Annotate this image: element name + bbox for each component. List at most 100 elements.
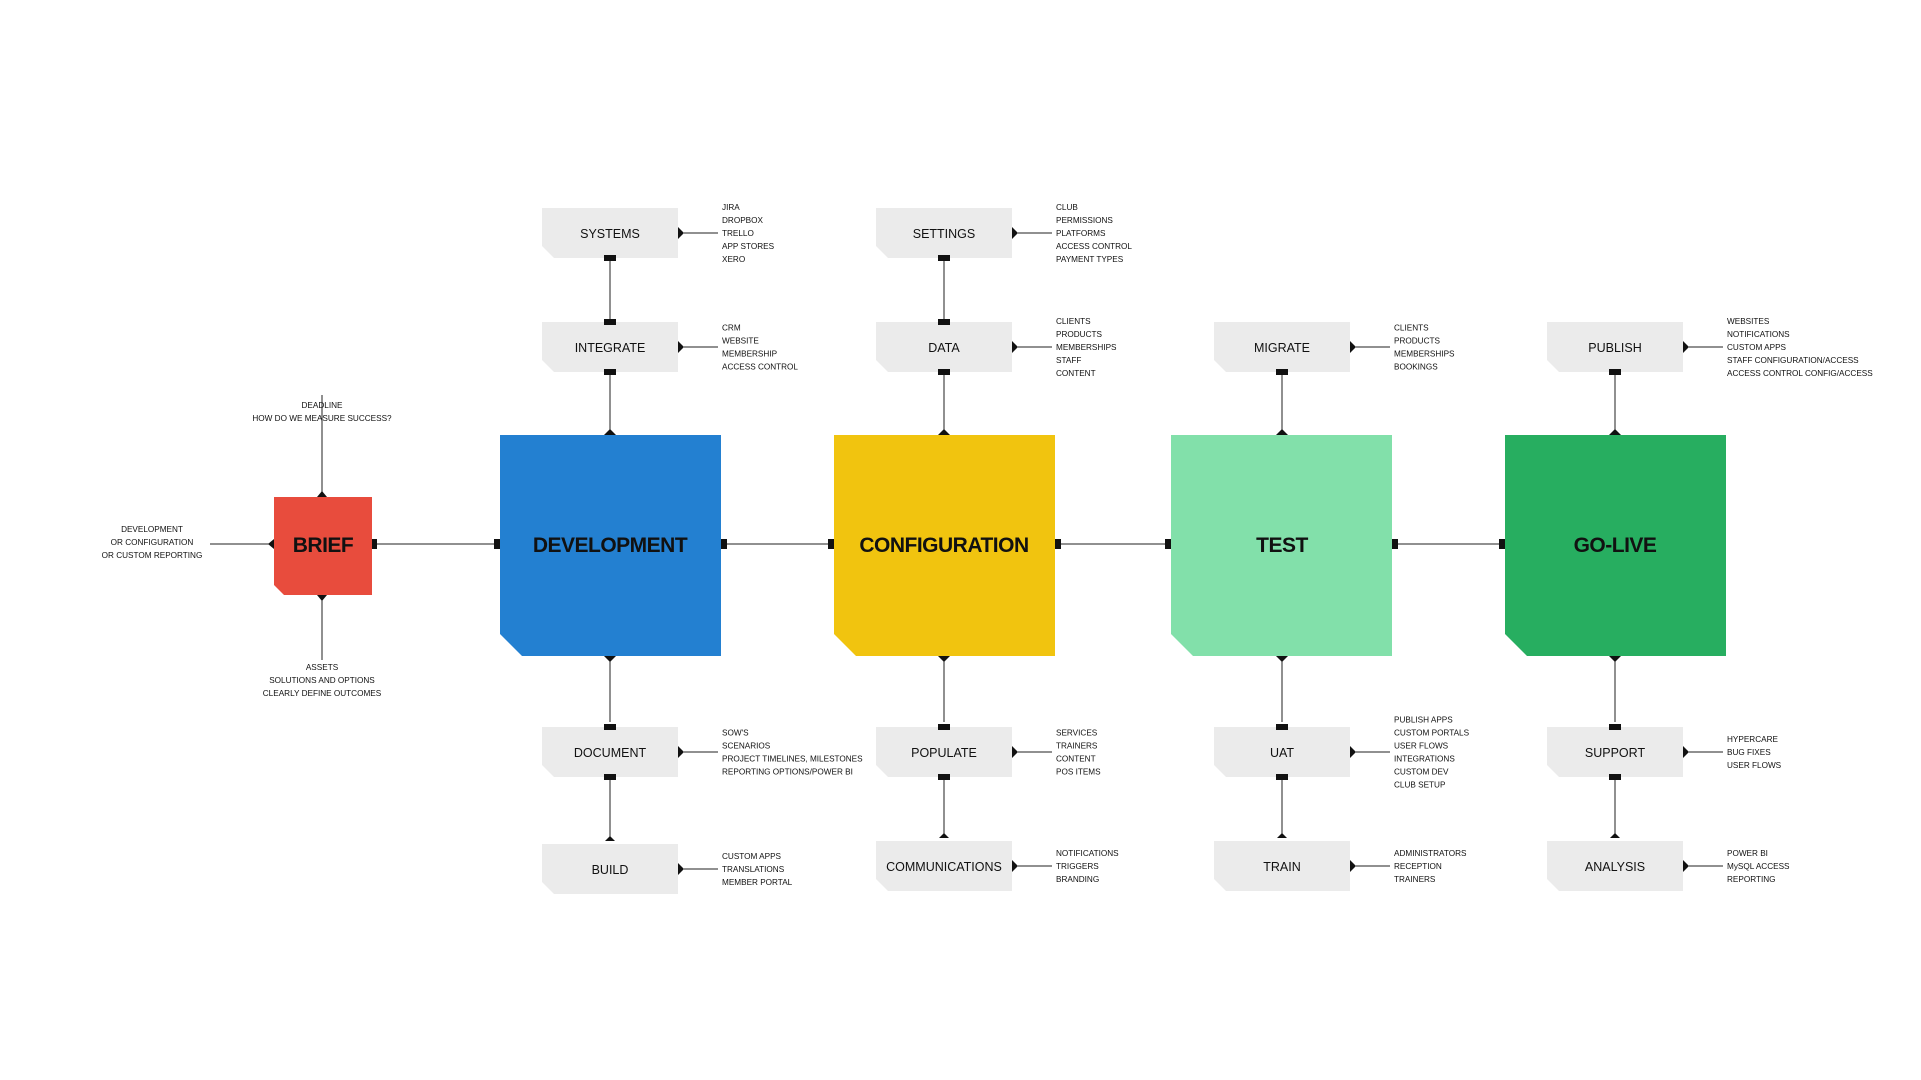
brief-label: BRIEF [293,534,354,557]
support-note-item: BUG FIXES [1727,748,1771,757]
configuration-label: CONFIGURATION [859,534,1028,557]
brief-notes: DEADLINE HOW DO WE MEASURE SUCCESS? DEVE… [102,401,392,698]
build-note-item: TRANSLATIONS [722,865,785,874]
step-data[interactable]: DATACLIENTSPRODUCTSMEMBERSHIPSSTAFFCONTE… [876,317,1117,378]
publish-tab-bottom [1609,369,1621,375]
analysis-note-item: POWER BI [1727,849,1768,858]
integrate-arrow-icon [678,341,684,353]
document-note-item: SCENARIOS [722,742,771,751]
migrate-arrow-icon [1350,341,1356,353]
step-communications[interactable]: COMMUNICATIONS NOTIFICATIONS TRIGGERS BRAND… [876,841,1119,891]
development-label: DEVELOPMENT [533,534,688,557]
document-note-item: SOW'S [722,729,749,738]
brief-note-bottom-1: ASSETS [306,663,339,672]
settings-note-item: PERMISSIONS [1056,216,1113,225]
data-note-item: CLIENTS [1056,317,1091,326]
brief-note-left-3: OR CUSTOM REPORTING [102,551,203,560]
data-box [876,322,1012,372]
communications-note-item: TRIGGERS [1056,862,1099,871]
integrate-note-item: WEBSITE [722,337,759,346]
data-note-item: PRODUCTS [1056,330,1102,339]
configuration-block [834,435,1055,656]
migrate-label: MIGRATE [1254,341,1310,355]
data-note-item: MEMBERSHIPS [1056,343,1117,352]
systems-note-item: JIRA [722,203,740,212]
brief-note-top-1: DEADLINE [302,401,343,410]
analysis-label: ANALYSIS [1585,860,1645,874]
test-block [1171,435,1392,656]
publish-arrow-icon [1683,341,1689,353]
integrate-note-item: MEMBERSHIP [722,350,778,359]
populate-box [876,727,1012,777]
uat-arrow-icon [1350,746,1356,758]
document-arrow-icon [678,746,684,758]
populate-note-item: CONTENT [1056,755,1096,764]
step-build[interactable]: BUILD CUSTOM APPS TRANSLATIONS MEMBER PORTA… [542,844,793,894]
analysis-note-item: REPORTING [1727,875,1776,884]
train-arrow-icon [1350,860,1356,872]
communications-arrow-icon [1012,860,1018,872]
communications-note-item: NOTIFICATIONS [1056,849,1119,858]
populate-note-item: TRAINERS [1056,742,1098,751]
uat-note-item: CUSTOM DEV [1394,768,1449,777]
settings-note-item: PLATFORMS [1056,229,1106,238]
integrate-box [542,322,678,372]
communications-box [876,841,1012,891]
train-label: TRAIN [1263,860,1301,874]
systems-note-item: DROPBOX [722,216,763,225]
communications-label: COMMUNICATIONS [886,860,1002,874]
publish-note-item: NOTIFICATIONS [1727,330,1790,339]
phase-test[interactable]: TEST [1171,435,1392,656]
build-note-item: MEMBER PORTAL [722,878,793,887]
systems-note-item: XERO [722,255,745,264]
settings-arrow-icon [1012,227,1018,239]
uat-note-item: PUBLISH APPS [1394,716,1453,725]
build-note-item: CUSTOM APPS [722,852,782,861]
systems-tab-bottom [604,255,616,261]
support-note-item: USER FLOWS [1727,761,1782,770]
analysis-box [1547,841,1683,891]
phase-golive[interactable]: GO-LIVE [1505,435,1726,656]
publish-note-item: WEBSITES [1727,317,1770,326]
support-tab-top [1609,724,1621,730]
uat-note-item: USER FLOWS [1394,742,1449,751]
uat-box [1214,727,1350,777]
integrate-note-item: CRM [722,324,741,333]
brief-note-bottom-3: CLEARLY DEFINE OUTCOMES [263,689,382,698]
support-arrow-icon [1683,746,1689,758]
settings-box [876,208,1012,258]
development-block [500,435,721,656]
flow-tabs [372,539,1505,549]
train-box [1214,841,1350,891]
migrate-note-item: PRODUCTS [1394,337,1440,346]
systems-arrow-icon [678,227,684,239]
settings-label: SETTINGS [913,227,976,241]
uat-note-item: CUSTOM PORTALS [1394,729,1470,738]
build-label: BUILD [592,863,629,877]
populate-note-item: SERVICES [1056,729,1098,738]
data-tab-bottom [938,369,950,375]
document-tab-bottom [604,774,616,780]
support-tab-bottom [1609,774,1621,780]
communications-note-item: BRANDING [1056,875,1099,884]
step-migrate[interactable]: MIGRATECLIENTSPRODUCTSMEMBERSHIPSBOOKING… [1214,322,1455,375]
migrate-note-item: BOOKINGS [1394,363,1438,372]
phase-configuration[interactable]: CONFIGURATION [834,435,1055,656]
publish-note-item: ACCESS CONTROL CONFIG/ACCESS [1727,369,1873,378]
migrate-note-item: MEMBERSHIPS [1394,350,1455,359]
phase-brief[interactable]: BRIEF [274,497,372,595]
golive-label: GO-LIVE [1574,534,1657,557]
uat-tab-bottom [1276,774,1288,780]
support-label: SUPPORT [1585,746,1646,760]
phase-development[interactable]: DEVELOPMENT [500,435,721,656]
